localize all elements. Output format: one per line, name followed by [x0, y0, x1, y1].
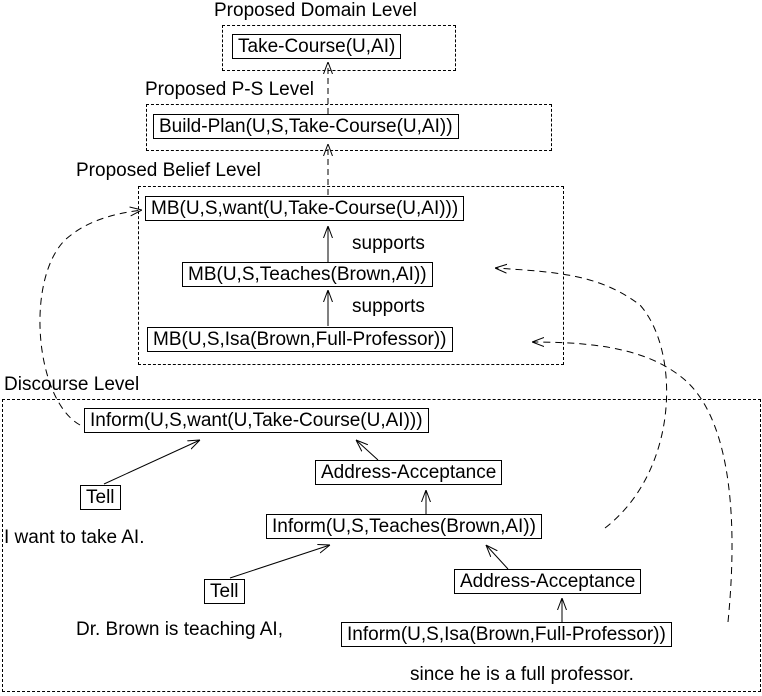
supports-label-1: supports	[352, 233, 425, 254]
node-address-acceptance-2: Address-Acceptance	[454, 569, 642, 594]
link-inform-want-to-mb-want	[39, 210, 142, 426]
node-inform-isa: Inform(U,S,Isa(Brown,Full-Professor))	[341, 622, 672, 647]
node-tell-1: Tell	[80, 485, 121, 510]
domain-level-frame	[222, 25, 456, 71]
tell2-to-inform-teaches	[229, 545, 330, 579]
supports-label-2: supports	[352, 296, 425, 317]
utterance-1: I want to take AI.	[4, 527, 145, 548]
discourse-level-title: Discourse Level	[4, 374, 140, 395]
discourse-level-frame	[2, 399, 761, 692]
link-inform-teaches-to-mb-teaches	[495, 268, 668, 529]
aa1-to-inform-want	[356, 440, 379, 461]
belief-level-frame	[138, 186, 564, 365]
node-mb-want: MB(U,S,want(U,Take-Course(U,AI)))	[145, 196, 465, 221]
node-mb-isa: MB(U,S,Isa(Brown,Full-Professor))	[147, 327, 453, 352]
node-mb-teaches: MB(U,S,Teaches(Brown,AI))	[182, 262, 433, 287]
ps-level-frame	[146, 104, 552, 151]
tell1-to-inform-want	[103, 440, 200, 485]
node-build-plan: Build-Plan(U,S,Take-Course(U,AI))	[153, 114, 459, 139]
node-inform-want: Inform(U,S,want(U,Take-Course(U,AI)))	[84, 408, 429, 433]
node-tell-2: Tell	[204, 579, 245, 604]
belief-level-title: Proposed Belief Level	[76, 160, 261, 181]
node-inform-teaches: Inform(U,S,Teaches(Brown,AI))	[266, 514, 542, 539]
domain-level-title: Proposed Domain Level	[214, 0, 417, 21]
utterance-3: since he is a full professor.	[410, 664, 634, 685]
utterance-2: Dr. Brown is teaching AI,	[76, 619, 283, 640]
node-address-acceptance-1: Address-Acceptance	[315, 460, 503, 485]
ps-level-title: Proposed P-S Level	[145, 79, 314, 100]
aa2-to-inform-teaches	[486, 545, 509, 570]
link-inform-isa-to-mb-isa	[532, 342, 733, 623]
node-take-course: Take-Course(U,AI)	[232, 34, 402, 59]
